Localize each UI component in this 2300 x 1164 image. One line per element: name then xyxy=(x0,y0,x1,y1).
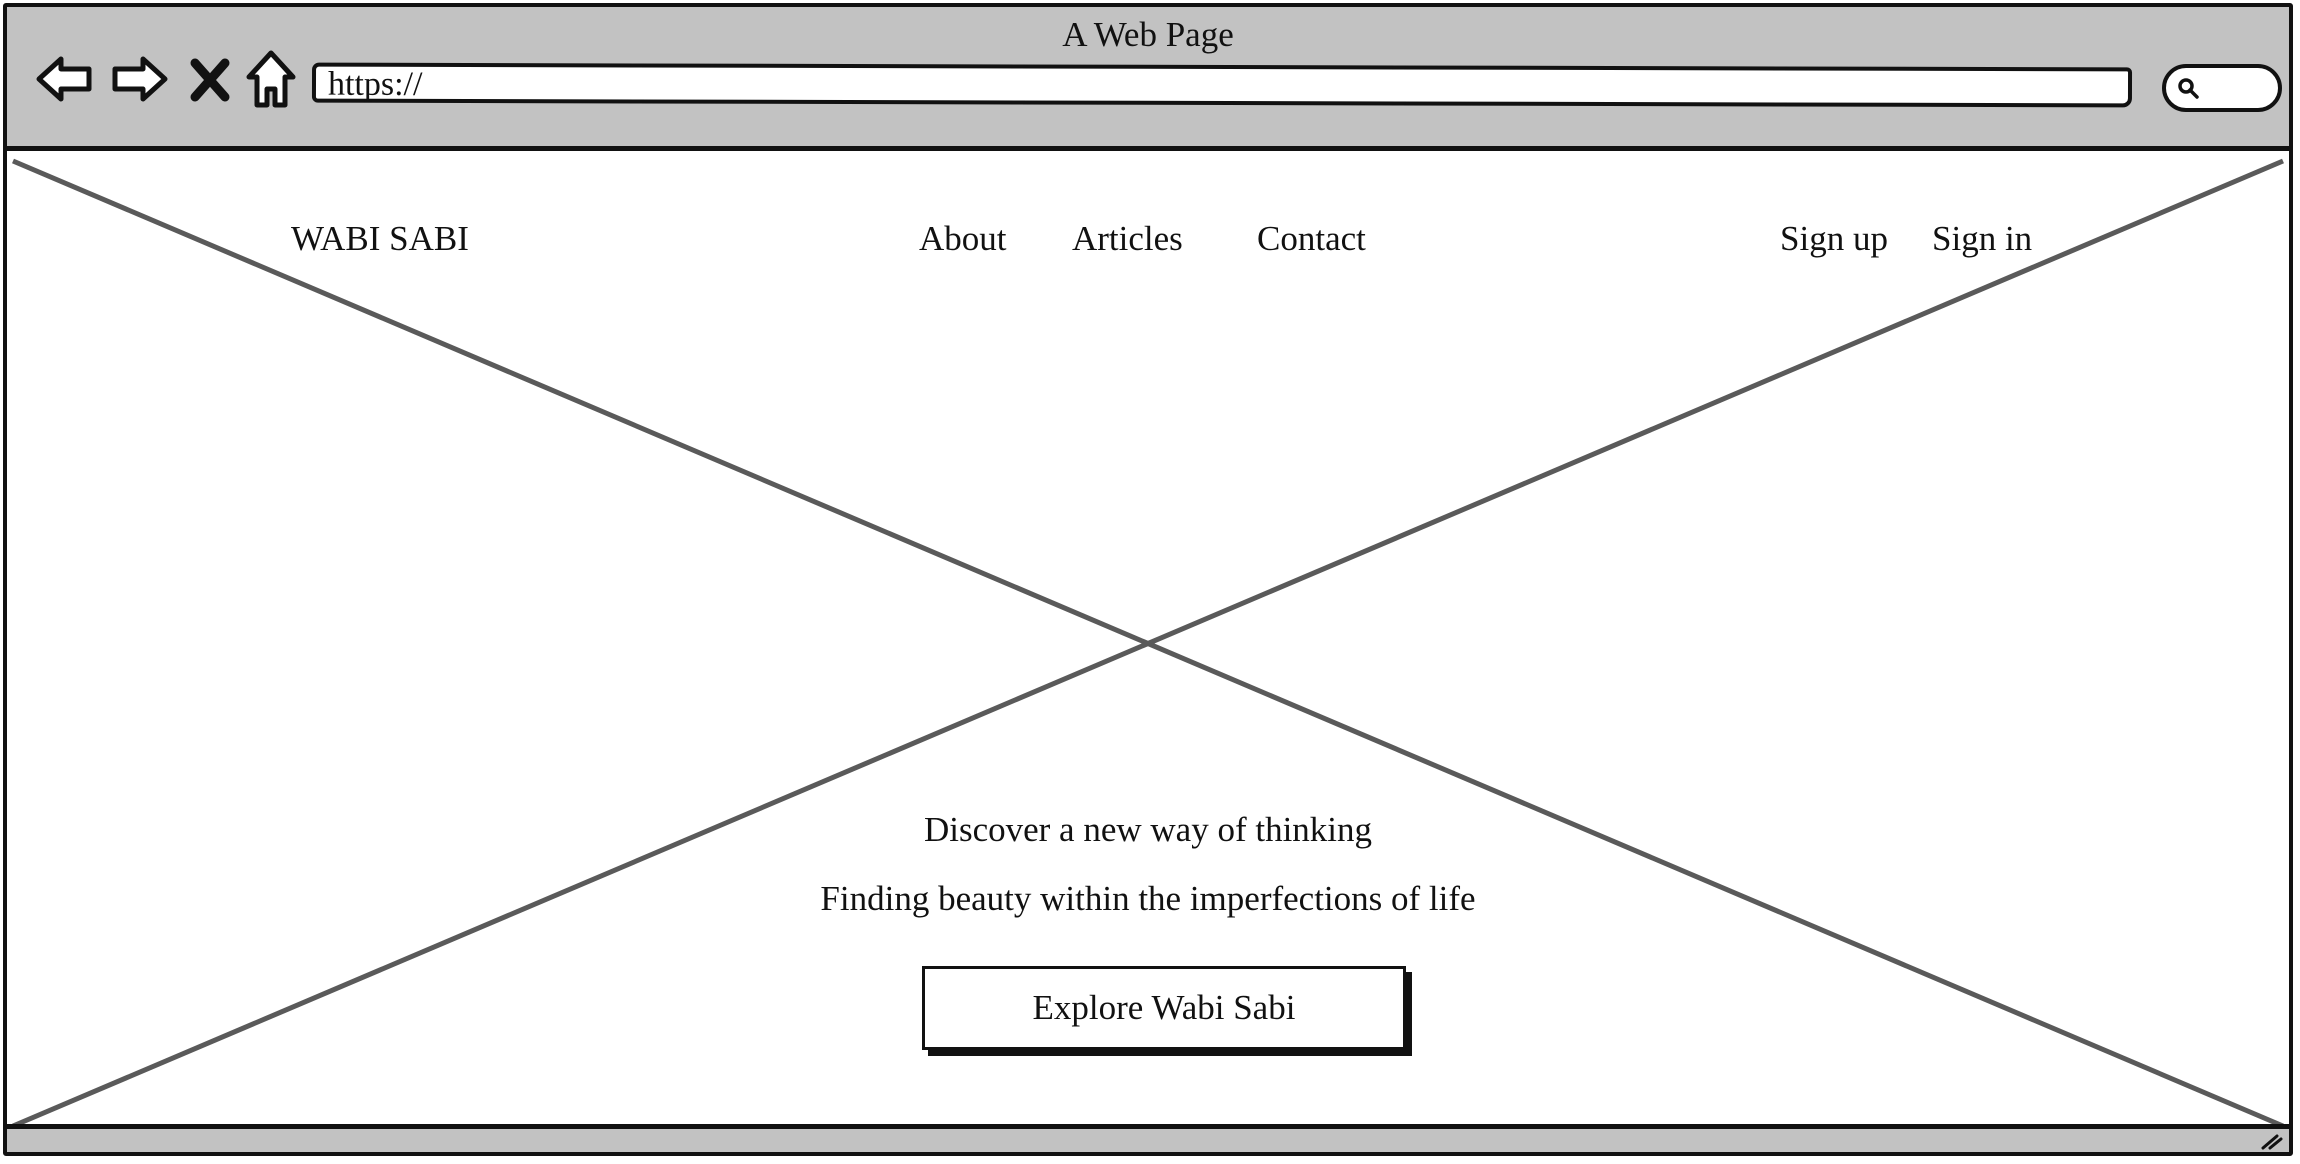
nav-contact-link[interactable]: Contact xyxy=(1257,219,1366,258)
close-icon xyxy=(190,58,230,102)
browser-toolbar: A Web Page https:// xyxy=(7,7,2289,151)
resize-grip-icon[interactable] xyxy=(2259,1130,2283,1150)
home-icon xyxy=(246,50,296,108)
back-button[interactable] xyxy=(33,47,97,111)
browser-window: A Web Page https:// xyxy=(3,3,2293,1156)
nav-about-link[interactable]: About xyxy=(919,219,1007,258)
site-logo[interactable]: WABI SABI xyxy=(291,219,469,258)
stop-button[interactable] xyxy=(183,47,237,111)
arrow-left-icon xyxy=(36,56,92,102)
arrow-right-icon xyxy=(112,56,168,102)
explore-button-label: Explore Wabi Sabi xyxy=(1032,988,1296,1027)
address-bar[interactable]: https:// xyxy=(311,62,2133,108)
explore-button[interactable]: Explore Wabi Sabi xyxy=(922,966,1406,1050)
signin-link[interactable]: Sign in xyxy=(1932,219,2033,258)
url-text: https:// xyxy=(327,65,423,103)
window-title: A Web Page xyxy=(1062,15,1234,54)
page-viewport: WABI SABI About Articles Contact Sign up… xyxy=(7,151,2289,1136)
forward-button[interactable] xyxy=(107,47,171,111)
search-icon xyxy=(2178,78,2199,99)
image-placeholder-x xyxy=(12,158,2284,1129)
signup-link[interactable]: Sign up xyxy=(1780,219,1888,258)
hero-subheadline: Finding beauty within the imperfections … xyxy=(820,879,1476,918)
search-button[interactable] xyxy=(2162,64,2282,112)
nav-articles-link[interactable]: Articles xyxy=(1072,219,1183,258)
home-button[interactable] xyxy=(239,47,303,111)
status-bar xyxy=(7,1124,2289,1152)
hero-headline: Discover a new way of thinking xyxy=(923,810,1373,849)
